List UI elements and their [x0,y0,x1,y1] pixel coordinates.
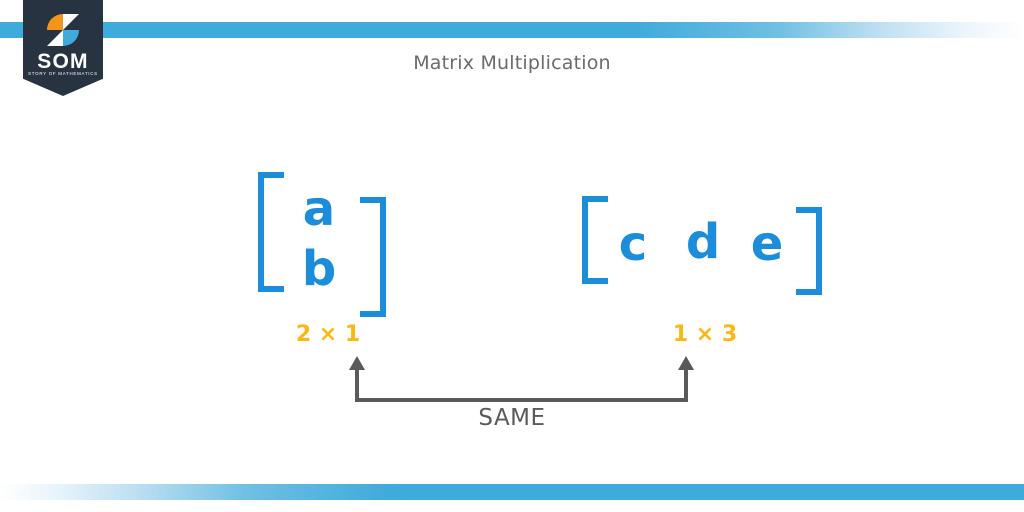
bottom-accent-stripe [0,484,1024,500]
matrix-a-cell-1-0: b [301,241,337,297]
som-swirl-icon [43,10,83,50]
matrix-a-dimension-label: 2 × 1 [295,322,361,347]
matrix-a-right-bracket [360,197,386,317]
matrix-b-right-bracket [796,207,822,295]
matrix-b-left-bracket [582,196,608,284]
matrix-b-cell-0-2: e [750,216,784,272]
page-title: Matrix Multiplication [413,52,611,74]
top-accent-stripe [0,22,1024,38]
brand-name: SOM [37,50,89,73]
same-connector [340,352,710,427]
arrow-up-icon-right [678,356,694,370]
matrix-b-cell-0-1: d [685,214,721,270]
matrix-a-left-bracket [258,172,284,292]
matrix-b-cell-0-0: c [618,216,648,272]
matrix-a-cell-0-0: a [302,181,336,237]
arrow-up-icon-left [349,356,365,370]
brand-tagline: STORY OF MATHEMATICS [28,71,98,76]
matrix-b-dimension-label: 1 × 3 [672,322,738,347]
brand-logo-badge: SOM STORY OF MATHEMATICS [23,0,103,96]
connector-label: SAME [478,405,546,431]
